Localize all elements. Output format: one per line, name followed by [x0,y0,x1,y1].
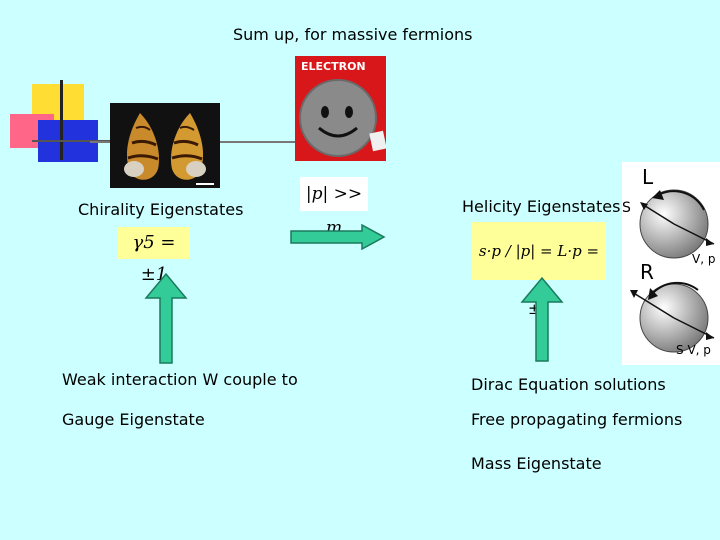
slide-title: Sum up, for massive fermions [233,25,473,44]
dirac-equation-text: Dirac Equation solutions [471,375,666,394]
spin-velocity-label-bottom: S V, p [676,343,711,357]
helicity-spin-diagram: L S V, p R S V, p [622,162,720,365]
helicity-formula: s·p / |p| = L·p = ±1 [472,222,606,318]
horizontal-right-arrow [290,224,386,250]
gauge-eigenstate-text: Gauge Eigenstate [62,410,205,429]
weak-interaction-text: Weak interaction W couple to [62,370,298,389]
chirality-label: Chirality Eigenstates [78,200,244,219]
left-handed-label: L [642,165,654,189]
left-vertical-up-arrow [144,272,188,364]
electron-label: ELECTRON [301,60,366,73]
electron-smiley-image: ELECTRON [295,56,386,161]
free-propagating-text: Free propagating fermions [471,410,683,429]
right-vertical-up-arrow [520,276,564,362]
momentum-condition-formula: |p| >> m [300,177,368,238]
snail-shells-image [110,103,220,188]
decorative-squares-logo [10,80,120,170]
chirality-formula: γ5 = ±1 [118,227,190,285]
helicity-label: Helicity Eigenstates [462,197,621,216]
right-handed-label: R [640,260,654,284]
spin-label-top: S [622,200,631,216]
mass-eigenstate-text: Mass Eigenstate [471,454,602,473]
velocity-label-top: V, p [692,252,716,266]
